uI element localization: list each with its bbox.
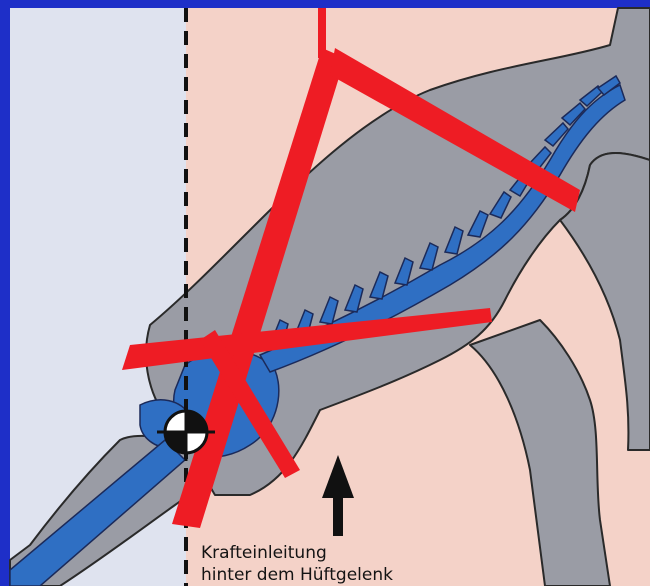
caption-line-2: hinter dem Hüftgelenk bbox=[201, 564, 393, 586]
force-caption: Krafteinleitung hinter dem Hüftgelenk bbox=[201, 542, 393, 586]
caption-line-1: Krafteinleitung bbox=[201, 542, 393, 564]
